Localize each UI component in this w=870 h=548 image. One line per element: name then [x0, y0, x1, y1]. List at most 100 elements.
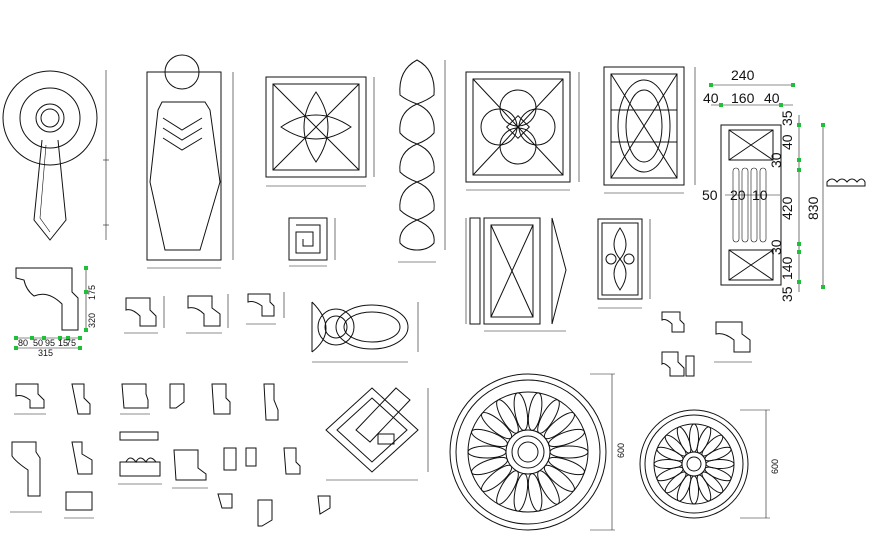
dim-20: 20 — [730, 187, 746, 203]
dimension-tick — [78, 336, 82, 340]
dim-50-cornice: 50 — [33, 338, 43, 348]
rosette-petal — [676, 426, 692, 454]
rosette-petal — [496, 470, 519, 505]
moulding-profiles-right — [661, 311, 752, 377]
meander-square — [288, 217, 336, 267]
dim-75: 75 — [66, 338, 76, 348]
rosette-petal — [653, 459, 683, 469]
dimension-tick — [797, 123, 801, 127]
rosette-petal — [537, 470, 560, 505]
dim-30-top: 30 — [768, 152, 784, 168]
dim-830: 830 — [805, 196, 821, 220]
pilaster-elevation: 240 40 160 40 35 40 30 420 830 30 140 35… — [702, 67, 866, 302]
rosette-petal — [481, 464, 513, 492]
rosette-petal — [543, 464, 575, 492]
dim-35-top: 35 — [779, 110, 795, 126]
dimension-tick — [78, 346, 82, 350]
dim-315: 315 — [38, 348, 53, 358]
quatrefoil-lattice-panel — [465, 71, 580, 191]
rosette-petal — [513, 392, 529, 431]
dim-600-small-rosette: 600 — [770, 459, 780, 474]
dimension-tick — [30, 336, 34, 340]
dimension-tick — [791, 83, 795, 87]
dim-420: 420 — [779, 196, 795, 220]
dimension-tick — [66, 336, 70, 340]
rosette-petal — [467, 445, 507, 459]
dimension-tick — [797, 250, 801, 254]
dimension-tick — [719, 103, 723, 107]
rosette-petal — [701, 471, 724, 494]
ceiling-rosette-large: 600 — [449, 373, 626, 531]
rosette-petal — [705, 459, 735, 469]
dimension-tick — [709, 83, 713, 87]
dim-40-right: 40 — [764, 90, 780, 106]
dim-40-left: 40 — [703, 90, 719, 106]
rosette-petal — [701, 434, 724, 457]
rosette-petal — [548, 456, 585, 476]
cornice-profile-large: 80 50 95 15 75 315 175 320 — [14, 266, 97, 358]
dim-160: 160 — [731, 90, 755, 106]
dim-35-bottom: 35 — [779, 286, 795, 302]
rosette-petal — [481, 412, 513, 440]
dimension-tick — [797, 280, 801, 284]
dimension-tick — [797, 168, 801, 172]
moulding-profiles-grid — [10, 383, 331, 527]
rosette-petal — [527, 473, 543, 512]
dim-95: 95 — [45, 338, 55, 348]
rosette-petal — [696, 426, 712, 454]
dimension-tick — [797, 242, 801, 246]
rosette-petal — [548, 428, 585, 448]
interlocking-oval-panel — [311, 301, 419, 363]
oval-lattice-panel — [603, 66, 696, 194]
dimension-tick — [821, 123, 825, 127]
rosette-petal — [471, 456, 508, 476]
moulding-profiles-row-1 — [124, 292, 285, 334]
rosette-petal — [513, 473, 529, 512]
dimension-tick — [84, 290, 88, 294]
rosette-petal — [704, 466, 732, 482]
rosette-petal — [656, 466, 684, 482]
dimension-tick — [14, 336, 18, 340]
rosette-petal — [527, 392, 543, 431]
hexagon-panel — [146, 54, 234, 269]
rosette-petal — [496, 399, 519, 434]
dim-140: 140 — [779, 256, 795, 280]
rosette-petal — [676, 474, 692, 502]
dimension-tick — [14, 346, 18, 350]
rosette-petal — [471, 428, 508, 448]
door-panel — [465, 217, 567, 332]
rosette-petal — [689, 423, 699, 453]
dimension-tick — [797, 158, 801, 162]
dim-40-vertical: 40 — [779, 134, 795, 150]
dim-600-large-rosette: 600 — [616, 443, 626, 458]
dim-175: 175 — [87, 285, 97, 300]
dimension-tick — [779, 103, 783, 107]
rosette-petal — [704, 446, 732, 462]
dimension-tick — [84, 266, 88, 270]
dim-240: 240 — [731, 67, 755, 83]
dim-15: 15 — [58, 338, 68, 348]
dim-30-bottom: 30 — [768, 239, 784, 255]
dim-10: 10 — [752, 187, 768, 203]
rosette-petal — [664, 434, 687, 457]
diamond-lattice — [325, 387, 429, 481]
rosette-petal — [543, 412, 575, 440]
rosette-petal — [656, 446, 684, 462]
rosette-petal — [537, 399, 560, 434]
rosette-petal — [696, 474, 712, 502]
dim-50: 50 — [702, 187, 718, 203]
dimension-tick — [42, 336, 46, 340]
dimension-tick — [821, 285, 825, 289]
ceiling-rosette-small: 600 — [639, 409, 780, 519]
rosette-petal — [689, 475, 699, 505]
rosette-petal — [664, 471, 687, 494]
dim-80: 80 — [18, 338, 28, 348]
rosette-petal — [549, 445, 589, 459]
flower-tile — [597, 218, 651, 309]
square-lattice-panel-1 — [265, 76, 375, 187]
leaf-column — [398, 59, 446, 263]
dim-320: 320 — [87, 313, 97, 328]
dimension-tick — [58, 336, 62, 340]
ribbon-medallion — [2, 70, 109, 241]
